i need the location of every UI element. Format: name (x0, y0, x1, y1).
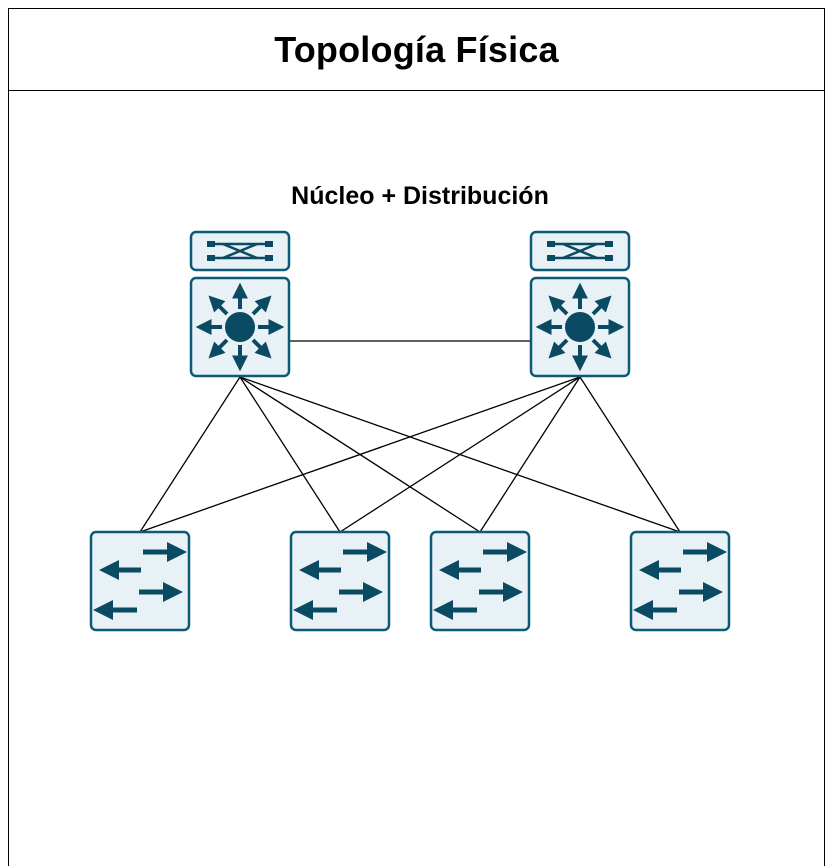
access-switch-3[interactable] (429, 530, 531, 632)
link-core-right-access-4 (579, 376, 681, 533)
link-core-left-access-2 (239, 376, 341, 533)
workgroup-switch-icon (93, 542, 187, 620)
link-core-right-access-1 (139, 376, 581, 533)
multilayer-switch-icon (195, 282, 285, 372)
workgroup-switch-icon (633, 542, 727, 620)
workgroup-switch-icon (433, 542, 527, 620)
links-group (139, 340, 681, 533)
switch-chassis (629, 530, 731, 632)
core-switch-left[interactable] (189, 230, 291, 378)
access-switch-2[interactable] (289, 530, 391, 632)
switch-chassis (429, 530, 531, 632)
switch-module-icon (207, 241, 273, 261)
link-core-left-access-1 (139, 376, 241, 533)
core-switch-right[interactable] (529, 230, 631, 378)
switch-chassis (289, 530, 391, 632)
title-bar: Topología Física (9, 9, 824, 91)
link-core-right-access-2 (339, 376, 581, 533)
group-label: Núcleo + Distribución (291, 182, 549, 210)
switch-chassis (89, 530, 191, 632)
access-switch-4[interactable] (629, 530, 731, 632)
diagram-title: Topología Física (274, 28, 559, 70)
workgroup-switch-icon (293, 542, 387, 620)
multilayer-switch-icon (535, 282, 625, 372)
switch-module-icon (547, 241, 613, 261)
link-core-right-access-3 (479, 376, 581, 533)
diagram-frame: Topología Física (8, 8, 825, 866)
access-switch-1[interactable] (89, 530, 191, 632)
